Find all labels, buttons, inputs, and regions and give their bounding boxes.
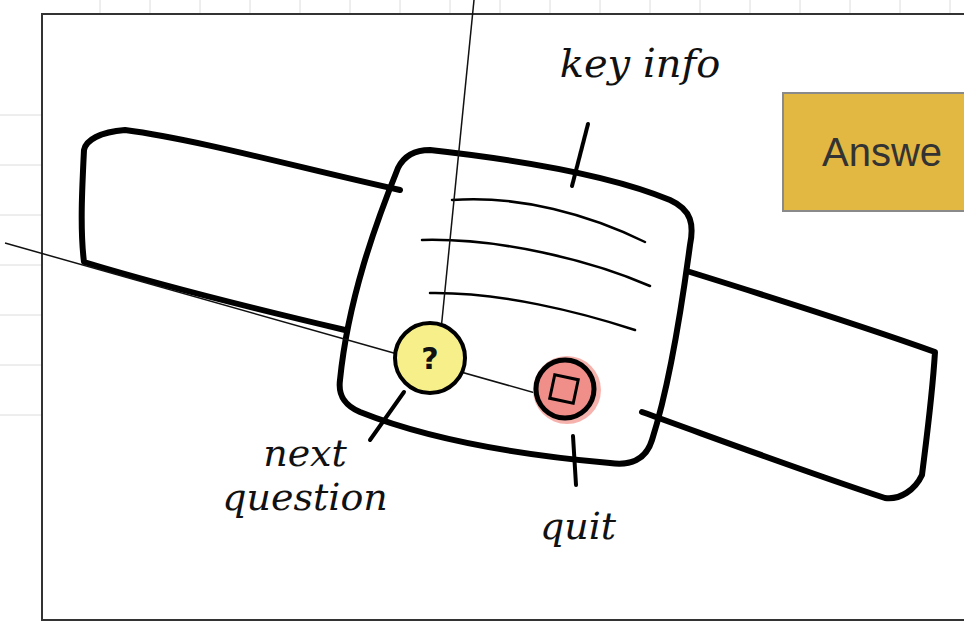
leader-line [572,124,588,186]
next-question-button: ? [391,319,469,397]
info-line [452,199,645,242]
watch-face [340,150,692,464]
right-strap [642,272,935,498]
callout-label: next question [210,432,400,519]
quit-button [533,356,601,424]
guide-line [438,0,474,360]
info-line [430,293,635,330]
guide-line [5,243,560,400]
info-line [422,240,650,286]
button-circle [395,323,465,393]
leader-line [573,436,576,485]
callout-label: key info [540,40,740,86]
callout-label: quit [523,505,633,549]
leader-line [370,392,404,440]
answer-button: Answe [782,92,964,212]
button-label: Answe [822,130,942,175]
button-symbol: ? [421,341,438,376]
canvas-frame [42,14,964,620]
